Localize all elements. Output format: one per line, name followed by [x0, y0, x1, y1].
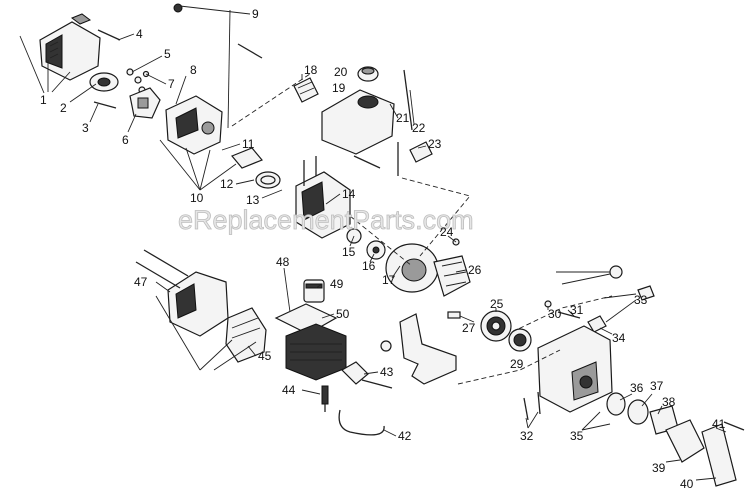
callout-7: 7 [168, 77, 175, 91]
callout-44: 44 [282, 383, 296, 397]
callout-14: 14 [342, 187, 356, 201]
crankcase [295, 156, 351, 239]
callout-49: 49 [330, 277, 344, 291]
ignition-wire [338, 409, 385, 436]
screw-3 [93, 101, 117, 109]
flywheel [385, 243, 471, 297]
carburetor [129, 87, 161, 119]
callout-38: 38 [662, 395, 676, 409]
bracket-33 [637, 285, 655, 301]
piston [303, 279, 325, 303]
callout-25: 25 [490, 297, 504, 311]
fuel-lines [353, 69, 413, 176]
callout-3: 3 [82, 121, 89, 135]
callout-9: 9 [252, 7, 259, 21]
callout-2: 2 [60, 101, 67, 115]
cylinder-shroud [135, 249, 229, 337]
callout-29: 29 [510, 357, 524, 371]
clutch [508, 328, 532, 352]
callout-24: 24 [440, 225, 454, 239]
callout-11: 11 [242, 137, 255, 151]
callout-20: 20 [334, 65, 348, 79]
callout-40: 40 [680, 477, 694, 491]
callout-34: 34 [612, 331, 626, 345]
spacer [447, 311, 461, 319]
cylinder [285, 323, 347, 381]
callout-47: 47 [134, 275, 148, 289]
callout-43: 43 [380, 365, 394, 379]
callout-17: 17 [382, 273, 396, 287]
ignition-coil [341, 361, 393, 389]
fuel-tank [321, 66, 395, 155]
callout-12: 12 [220, 177, 234, 191]
callout-50: 50 [336, 307, 350, 321]
gear-head [665, 419, 745, 487]
pin [173, 3, 263, 59]
callout-27: 27 [462, 321, 476, 335]
callout-48: 48 [276, 255, 290, 269]
callout-31: 31 [570, 303, 584, 317]
screw-4 [97, 29, 121, 41]
callout-35: 35 [570, 429, 584, 443]
callout-16: 16 [362, 259, 376, 273]
intake-gaskets [231, 147, 281, 189]
clip-34 [587, 315, 607, 333]
callout-30: 30 [548, 307, 562, 321]
callout-labels: 1 2 3 4 5 6 7 8 9 10 11 12 13 14 15 16 1… [40, 7, 726, 491]
callout-39: 39 [652, 461, 666, 475]
bushing-36 [606, 392, 626, 416]
callout-32: 32 [520, 429, 534, 443]
callout-36: 36 [630, 381, 644, 395]
heat-shield [225, 307, 267, 363]
callout-5: 5 [164, 47, 171, 61]
clutch-housing [537, 325, 613, 413]
callout-1: 1 [40, 93, 47, 107]
callout-8: 8 [190, 63, 197, 77]
callout-22: 22 [412, 121, 426, 135]
watermark: eReplacementParts.com [178, 205, 474, 235]
air-filter [89, 72, 119, 92]
primer [409, 141, 433, 163]
callout-10: 10 [190, 191, 204, 205]
air-filter-cover [39, 13, 101, 81]
engine-housing [165, 95, 223, 155]
starter-bracket [380, 313, 457, 385]
callout-26: 26 [468, 263, 482, 277]
callout-15: 15 [342, 245, 356, 259]
callout-33: 33 [634, 293, 648, 307]
callout-6: 6 [122, 133, 129, 147]
leader-lines [19, 5, 727, 481]
callout-42: 42 [398, 429, 412, 443]
callout-19: 19 [332, 81, 346, 95]
callout-13: 13 [246, 193, 260, 207]
spark-plug [321, 385, 329, 412]
callout-23: 23 [428, 137, 442, 151]
callout-21: 21 [396, 111, 410, 125]
knob [609, 265, 623, 279]
callout-45: 45 [258, 349, 272, 363]
bushing-37 [627, 399, 649, 425]
callout-18: 18 [304, 63, 318, 77]
pad [293, 77, 319, 103]
callout-41: 41 [712, 417, 726, 431]
screw-32 [523, 397, 529, 421]
screw-32b [537, 391, 541, 415]
callout-37: 37 [650, 379, 664, 393]
callout-4: 4 [136, 27, 143, 41]
starter-pulley [480, 310, 512, 342]
bolt-31 [557, 311, 581, 319]
